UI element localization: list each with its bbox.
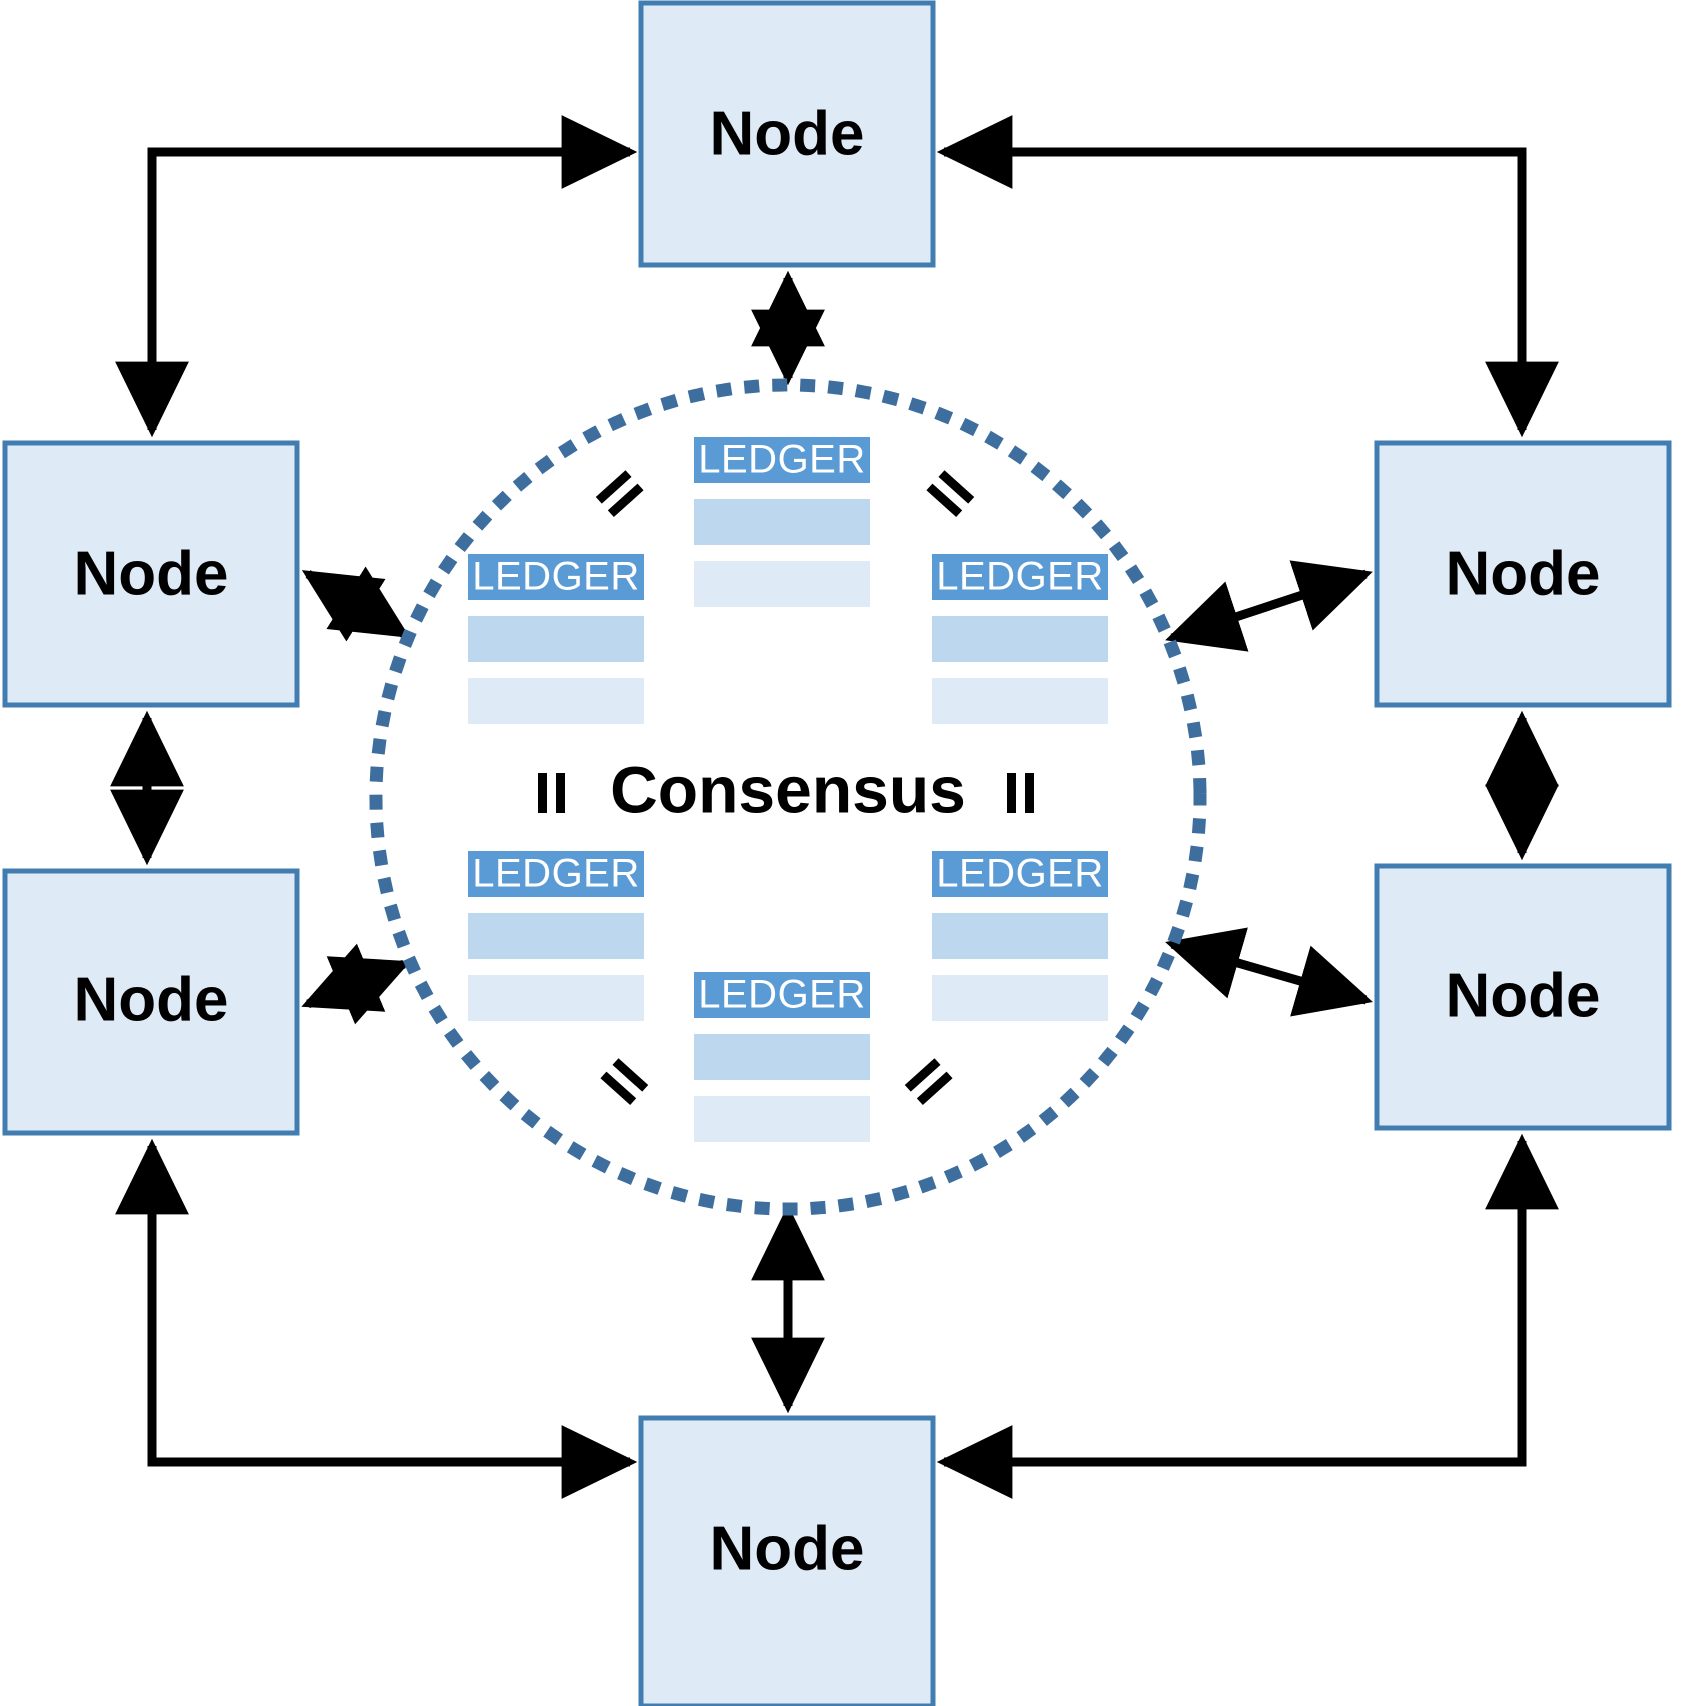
ledger-bottom-header bbox=[694, 972, 870, 1018]
equals-mid-right-icon bbox=[1007, 773, 1034, 813]
consensus-boundary-circle bbox=[369, 378, 1207, 1216]
ledger-top-label: LEDGER bbox=[698, 438, 866, 482]
equals-marks-layer bbox=[538, 470, 1034, 1106]
ledger-lower-left-row-2 bbox=[468, 975, 644, 1021]
ledger-lower-right-header bbox=[932, 851, 1108, 897]
connector-center-to-right-lower[interactable] bbox=[1165, 927, 1373, 1017]
connector-top-to-left-upper[interactable] bbox=[115, 115, 638, 438]
ledger-bottom[interactable]: LEDGER bbox=[694, 972, 870, 1142]
equals-bottom-left-icon bbox=[600, 1058, 649, 1106]
node-left-lower[interactable]: Node bbox=[2, 868, 300, 1136]
ledger-upper-right-header bbox=[932, 554, 1108, 600]
ledger-top[interactable]: LEDGER bbox=[694, 437, 870, 607]
node-right-lower-label: Node bbox=[1446, 961, 1601, 1030]
ledger-bottom-label: LEDGER bbox=[698, 973, 866, 1017]
node-top[interactable]: Node bbox=[638, 0, 936, 268]
node-right-lower[interactable]: Node bbox=[1374, 863, 1672, 1131]
ledger-layer: LEDGER LEDGER LEDGER LEDGER bbox=[468, 437, 1108, 1142]
ledger-lower-right-row-1 bbox=[932, 913, 1108, 959]
ledger-bottom-row-1 bbox=[694, 1034, 870, 1080]
connector-center-to-left-lower[interactable] bbox=[301, 943, 411, 1025]
equals-mid-left-icon bbox=[538, 773, 565, 813]
ledger-lower-right[interactable]: LEDGER bbox=[932, 851, 1108, 1021]
ledger-lower-right-label: LEDGER bbox=[936, 852, 1104, 896]
ledger-top-header bbox=[694, 437, 870, 483]
ledger-top-row-1 bbox=[694, 499, 870, 545]
equals-top-right-icon bbox=[926, 470, 975, 518]
node-bottom-label: Node bbox=[710, 1514, 865, 1583]
ledger-bottom-row-2 bbox=[694, 1096, 870, 1142]
node-bottom[interactable]: Node bbox=[638, 1415, 936, 1706]
connector-bottom-to-left-lower[interactable] bbox=[115, 1138, 638, 1499]
node-left-upper[interactable]: Node bbox=[2, 440, 300, 708]
ledger-top-row-2 bbox=[694, 561, 870, 607]
consensus-label: Consensus bbox=[610, 752, 966, 826]
ledger-upper-right-row-2 bbox=[932, 678, 1108, 724]
ledger-upper-right-row-1 bbox=[932, 616, 1108, 662]
equals-bottom-right-icon bbox=[904, 1058, 953, 1106]
ledger-upper-left-row-1 bbox=[468, 616, 644, 662]
ledger-lower-left[interactable]: LEDGER bbox=[468, 851, 644, 1021]
node-right-upper-label: Node bbox=[1446, 539, 1601, 608]
ledger-lower-left-row-1 bbox=[468, 913, 644, 959]
connector-center-to-left-upper[interactable] bbox=[301, 566, 411, 642]
connector-top-to-right-upper[interactable] bbox=[936, 115, 1559, 438]
ledger-lower-left-header bbox=[468, 851, 644, 897]
node-right-upper[interactable]: Node bbox=[1374, 440, 1672, 708]
ledger-upper-right-label: LEDGER bbox=[936, 555, 1104, 599]
ledger-upper-left-header bbox=[468, 554, 644, 600]
node-left-lower-label: Node bbox=[74, 965, 229, 1034]
ledger-upper-left[interactable]: LEDGER bbox=[468, 554, 644, 724]
equals-top-left-icon bbox=[595, 470, 644, 518]
ledger-upper-right[interactable]: LEDGER bbox=[932, 554, 1108, 724]
connector-bottom-to-right-lower[interactable] bbox=[936, 1133, 1559, 1499]
ledger-upper-left-row-2 bbox=[468, 678, 644, 724]
ledger-lower-right-row-2 bbox=[932, 975, 1108, 1021]
ledger-lower-left-label: LEDGER bbox=[472, 852, 640, 896]
node-left-upper-label: Node bbox=[74, 539, 229, 608]
ledger-upper-left-label: LEDGER bbox=[472, 555, 640, 599]
connector-layer bbox=[110, 115, 1559, 1499]
connector-center-to-right-upper[interactable] bbox=[1165, 560, 1373, 652]
node-top-label: Node bbox=[710, 99, 865, 168]
